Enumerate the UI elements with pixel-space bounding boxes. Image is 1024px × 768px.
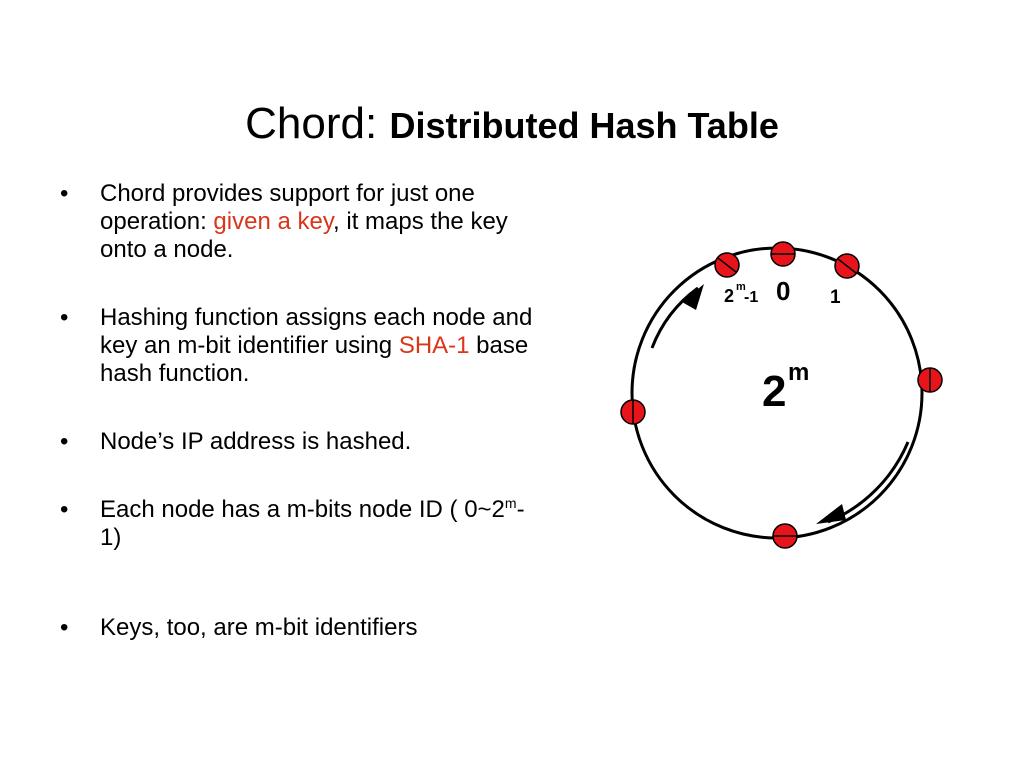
bullet-highlight: given a key — [213, 208, 334, 235]
bullet-item: • Hashing function assigns each node and… — [56, 304, 536, 388]
bullet-highlight: SHA-1 — [398, 332, 470, 359]
bullet-text: Hashing function assigns each node and k… — [100, 304, 533, 359]
bullet-text: Keys, too, are m-bit identifiers — [100, 614, 418, 641]
bullet-dot: • — [60, 614, 69, 641]
bullet-text: -1) — [100, 496, 525, 551]
title-main: Chord: — [245, 99, 378, 148]
ring-node — [772, 523, 798, 549]
bullet-text: Each node has a m-bits node ID ( 0~2 — [100, 496, 505, 523]
bullet-text: base hash function. — [100, 332, 529, 387]
label-left-sup: m — [736, 281, 746, 293]
ring-node — [834, 253, 860, 279]
ring-node — [917, 367, 943, 393]
ring-node — [714, 252, 740, 278]
ring-node — [770, 241, 796, 267]
chord-ring-diagram: 2 m -1 0 1 2 m — [620, 241, 943, 549]
bullet-dot: • — [60, 428, 69, 455]
bullet-dot: • — [60, 180, 69, 207]
bullet-item: • Node’s IP address is hashed. — [56, 428, 536, 456]
title-bold: Distributed Hash Table — [389, 105, 779, 146]
bullet-list: • Chord provides support for just one op… — [56, 180, 536, 642]
center-label-base: 2 — [762, 367, 786, 416]
bullet-superscript: m — [504, 495, 517, 511]
center-label-sup: m — [788, 359, 809, 386]
arrow-head-upper — [682, 284, 704, 310]
bullet-text: , it maps the key onto a node. — [100, 208, 508, 263]
bullet-text: Chord provides support for just one oper… — [100, 180, 475, 235]
label-one: 1 — [830, 287, 841, 308]
slide-title: Chord: Distributed Hash Table — [0, 96, 1024, 154]
bullet-item: • Keys, too, are m-bit identifiers — [56, 614, 536, 642]
ring-node — [620, 399, 646, 425]
bullet-item: • Each node has a m-bits node ID ( 0~2m-… — [56, 496, 536, 552]
bullet-text: Node’s IP address is hashed. — [100, 428, 412, 455]
bullet-dot: • — [60, 496, 69, 523]
bullet-dot: • — [60, 304, 69, 331]
bullet-item: • Chord provides support for just one op… — [56, 180, 536, 264]
arrow-head-lower — [816, 504, 846, 524]
label-zero: 0 — [776, 276, 790, 306]
arrow-arc-upper — [650, 286, 699, 349]
label-left-suffix: -1 — [744, 289, 758, 306]
label-left-base: 2 — [724, 286, 734, 306]
